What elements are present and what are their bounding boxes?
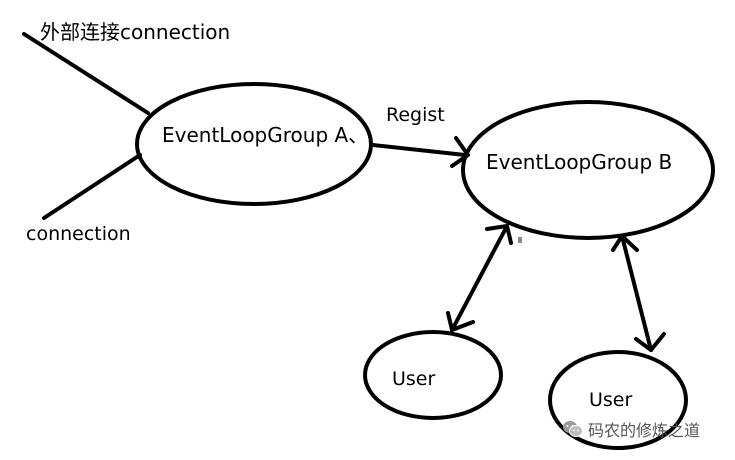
bidirectional-arrow-b-user-1 [446, 224, 513, 332]
regist-arrow [371, 136, 470, 168]
connection-label: connection [26, 223, 131, 245]
bidirectional-arrow-b-user-2 [611, 234, 666, 352]
user-node-2 [548, 350, 688, 450]
user-label-1: User [392, 368, 436, 390]
user-node-1 [363, 330, 503, 420]
external-connection-line [22, 32, 150, 115]
watermark: 码农的修炼之道 [562, 416, 700, 442]
watermark-text: 码农的修炼之道 [588, 421, 701, 440]
eventloopgroup-b-node [461, 100, 715, 240]
eventloopgroup-a-node [135, 82, 373, 206]
wechat-icon [563, 421, 583, 437]
regist-label: Regist [386, 104, 445, 126]
stray-mark [518, 237, 522, 243]
eventloopgroup-a-label: EventLoopGroup A、 [162, 123, 369, 147]
external-connection-label: 外部连接connection [40, 20, 231, 44]
eventloopgroup-b-label: EventLoopGroup B [486, 150, 673, 174]
connection-line [42, 153, 142, 220]
user-label-2: User [589, 389, 633, 411]
